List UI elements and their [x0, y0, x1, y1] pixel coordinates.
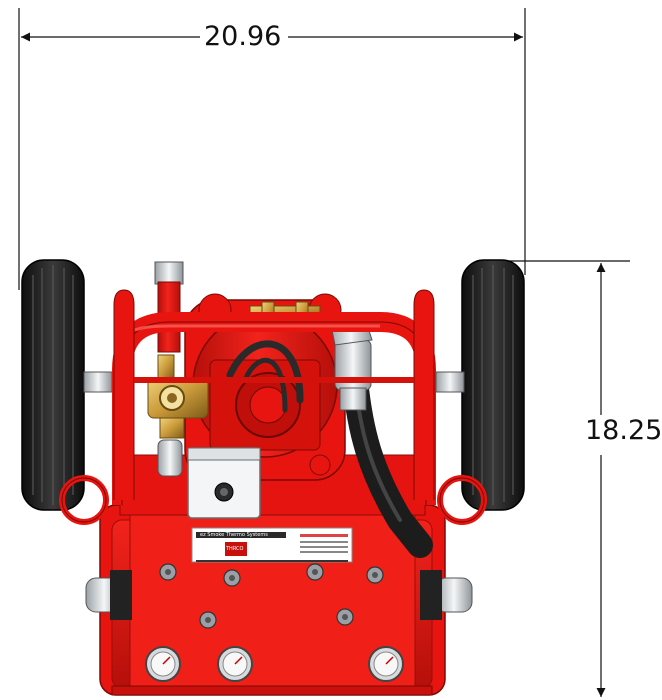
dimension-height: [505, 260, 630, 697]
handle-highlight: [134, 324, 380, 332]
technical-drawing: [18, 8, 630, 697]
left-inlet-pipe: [154, 261, 184, 477]
roll-cage: [112, 289, 436, 505]
pressure-gauge-icon: [145, 646, 404, 682]
electrical-box: [187, 447, 261, 519]
label-title: ez Smoke Thermo Systems: [200, 532, 268, 538]
label-logo-text: THRCO: [226, 546, 244, 552]
right-lift-ring: [437, 475, 487, 525]
left-side-fitting: [85, 570, 132, 620]
right-side-fitting: [420, 570, 473, 620]
dimension-width: [18, 8, 526, 290]
gauge-left: [145, 646, 181, 682]
left-wheel: [21, 259, 113, 511]
dimension-height-value: 18.25: [585, 415, 662, 446]
right-wheel: [435, 259, 525, 511]
product-label-plate: [191, 527, 353, 563]
bolt-centers: [165, 569, 378, 623]
gauge-right: [368, 646, 404, 682]
left-lift-ring: [59, 475, 109, 525]
drawing-stage: ez Smoke Thermo Systems THRCO 20.96 18.2…: [18, 8, 662, 697]
frame-foot: [111, 685, 433, 696]
dimension-width-value: 20.96: [200, 22, 286, 52]
brass-valve: [147, 354, 209, 439]
gauge-center: [217, 646, 253, 682]
